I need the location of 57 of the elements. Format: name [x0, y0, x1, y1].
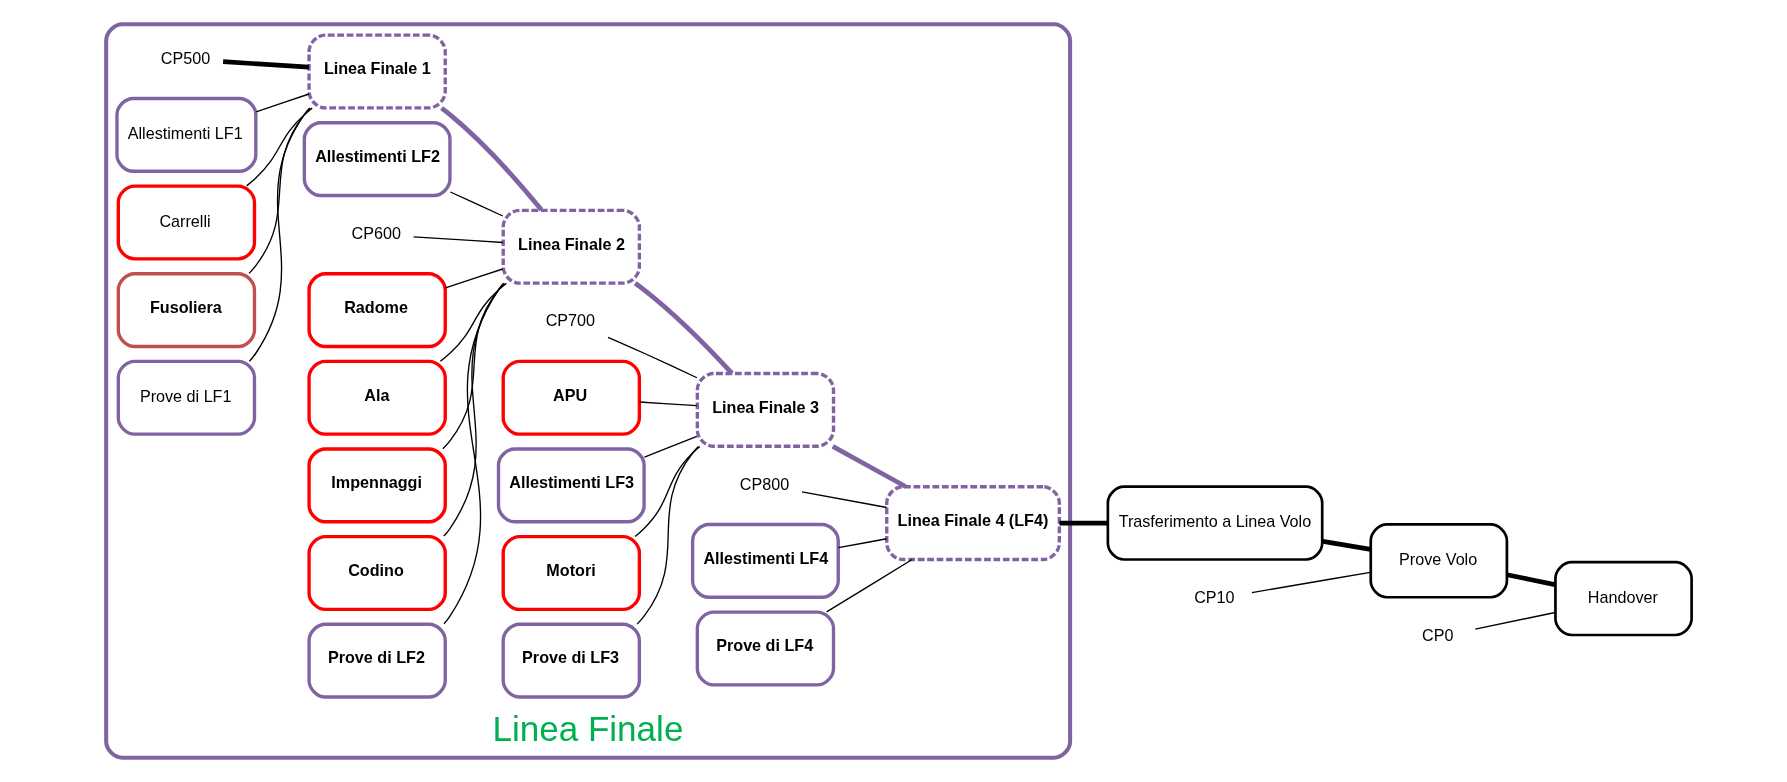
connector	[248, 107, 310, 362]
connector	[439, 282, 507, 362]
connector	[1506, 572, 1556, 587]
connector	[442, 282, 505, 450]
node-box: Prove di LF2	[307, 622, 447, 699]
connector	[444, 268, 504, 289]
connector	[607, 336, 698, 379]
node-box: Allestimenti LF3	[496, 447, 646, 524]
node-box: Trasferimento a Linea Volo	[1106, 485, 1324, 561]
node-text: CP800	[739, 474, 790, 493]
node-box: Ala	[307, 359, 447, 436]
connector	[837, 538, 888, 549]
node-box: Allestimenti LF4	[690, 522, 840, 599]
node-box: Linea Finale 4 (LF4)	[885, 485, 1061, 562]
node-box: Allestimenti LF1	[115, 96, 258, 173]
node-box: Prove Volo	[1369, 523, 1509, 599]
connector	[638, 401, 698, 407]
node-text: CP600	[351, 223, 401, 242]
node-box: Prove di LF3	[501, 622, 642, 699]
node-text: CP700	[545, 311, 596, 330]
node-box: Linea Finale 1	[307, 33, 447, 110]
node-text: CP0	[1421, 625, 1454, 644]
node-box: Codino	[307, 534, 447, 612]
connector	[1474, 611, 1556, 630]
connector	[643, 435, 698, 458]
node-box: Linea Finale 3	[695, 371, 836, 448]
node-box: Fusoliera	[116, 272, 257, 349]
node-box: Prove di LF4	[695, 610, 836, 687]
node-box: Radome	[307, 272, 447, 349]
connector	[1251, 571, 1372, 594]
connector	[449, 191, 504, 217]
connector	[801, 491, 888, 509]
connector	[222, 59, 310, 70]
connector	[440, 106, 544, 212]
node-box: Prove di LF1	[116, 359, 257, 436]
connector	[633, 281, 734, 376]
node-box: Motori	[501, 534, 642, 612]
connector	[443, 283, 505, 537]
connector	[825, 558, 913, 613]
node-box: APU	[501, 359, 642, 436]
connector	[636, 445, 700, 625]
node-box: Carrelli	[116, 184, 257, 261]
node-box: Allestimenti LF2	[302, 121, 452, 198]
node-text: CP500	[160, 48, 211, 67]
connector	[831, 444, 907, 489]
connector	[634, 445, 701, 538]
connector	[246, 107, 313, 187]
connector	[1059, 520, 1108, 526]
connector	[443, 282, 504, 625]
node-box: Linea Finale 2	[501, 208, 642, 285]
node-box: Impennaggi	[307, 447, 447, 524]
node-box: Handover	[1554, 560, 1693, 637]
connector	[255, 93, 310, 113]
connector	[248, 107, 311, 275]
connector	[1322, 538, 1371, 552]
connector	[412, 236, 504, 244]
node-text: CP10	[1194, 587, 1235, 606]
